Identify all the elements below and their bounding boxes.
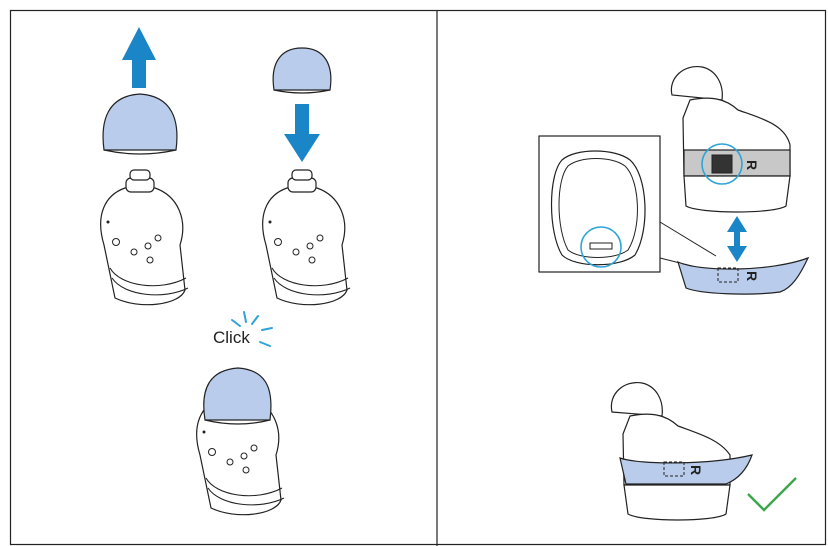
checkmark-icon [748, 478, 796, 510]
side-marker-label: R [744, 160, 760, 170]
ear-tip [273, 48, 331, 90]
side-marker-label: R [688, 465, 704, 475]
step-ear-tip-fitted [197, 368, 284, 515]
earbud [101, 170, 188, 305]
earbud-with-ring-fitted: R [611, 383, 752, 520]
arrow-up-icon [122, 27, 156, 88]
side-marker-label: R [744, 271, 760, 281]
click-indicator: Click [213, 312, 272, 347]
left-panel: Click [101, 27, 350, 515]
double-arrow-icon [727, 216, 747, 262]
ear-tip [103, 94, 177, 150]
earbud [263, 170, 350, 305]
click-label: Click [213, 328, 250, 347]
gray-sleeve [684, 150, 790, 176]
step-attach-ear-tip [263, 48, 350, 305]
ear-tip [204, 368, 271, 420]
earbud-with-sleeve: R [671, 67, 790, 212]
arrow-down-icon [284, 104, 320, 162]
step-remove-ear-tip [101, 27, 188, 305]
right-panel: R R R [539, 67, 808, 520]
blue-ring: R [678, 258, 808, 294]
